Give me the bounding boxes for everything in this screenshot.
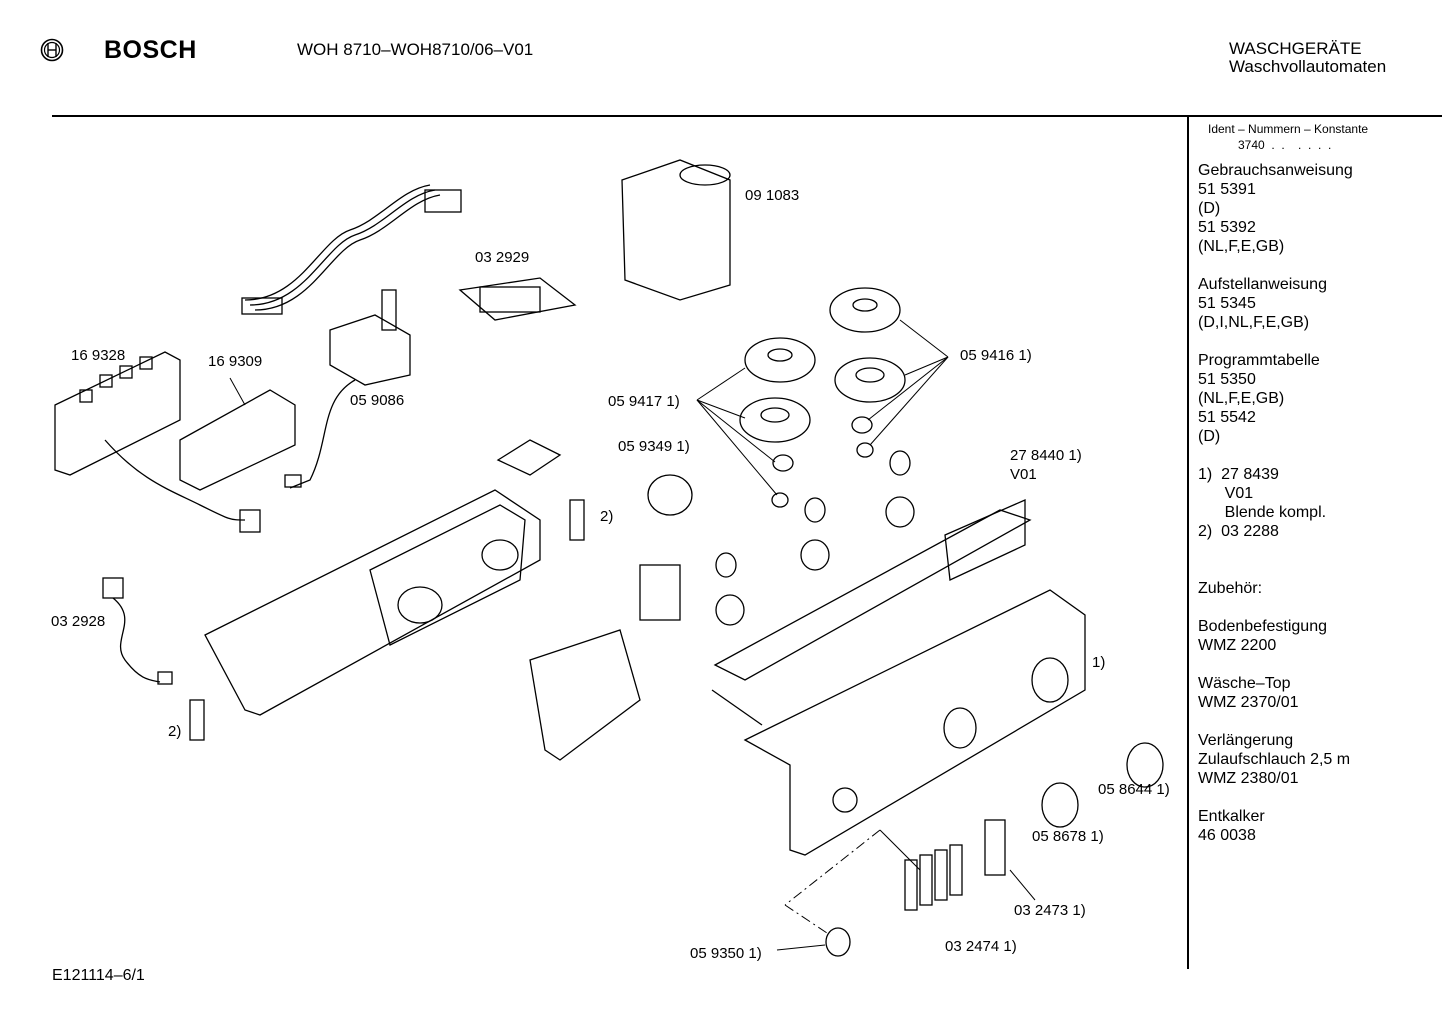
board-drawing — [458, 277, 577, 321]
part-label: 05 9349 1) — [618, 438, 690, 455]
part-label: 05 8644 1) — [1098, 781, 1170, 798]
module-drawing — [621, 159, 731, 301]
selector-switch-drawing — [284, 289, 411, 489]
part-label: 03 2928 — [51, 613, 106, 630]
part-label: V01 — [1010, 466, 1037, 483]
part-label: 05 9417 1) — [608, 393, 680, 410]
sidebar-line: 51 5345 — [1198, 295, 1256, 312]
part-label: 03 2929 — [475, 249, 530, 266]
sidebar-line: (NL,F,E,GB) — [1198, 390, 1285, 407]
frame-drawing — [496, 439, 562, 476]
sidebar-line: (D,I,NL,F,E,GB) — [1198, 314, 1310, 331]
disc-drawings — [739, 287, 906, 443]
switch-block-drawing — [179, 389, 296, 491]
sidebar-line: Bodenbefestigung — [1198, 618, 1327, 635]
panel-drawing — [711, 499, 1086, 856]
control-board-drawing — [54, 351, 261, 533]
sidebar-line — [1198, 446, 1353, 465]
sidebar-line: 46 0038 — [1198, 827, 1256, 844]
ident-value: 3740 . . . . . . — [1238, 138, 1332, 152]
sidebar-line: 51 5392 — [1198, 219, 1256, 236]
sidebar-line: WMZ 2380/01 — [1198, 770, 1299, 787]
part-label: 1) — [1092, 654, 1106, 671]
leader-lines — [229, 319, 1036, 951]
brand-name: BOSCH — [104, 36, 197, 64]
button-set-drawing — [904, 819, 1006, 911]
exploded-parts-drawing — [54, 159, 1164, 957]
sidebar-line: 51 5350 — [1198, 371, 1256, 388]
sidebar-line: (NL,F,E,GB) — [1198, 238, 1285, 255]
sidebar-line: (D) — [1198, 200, 1221, 217]
sidebar-line: Entkalker — [1198, 808, 1265, 825]
sidebar-line: Wäsche–Top — [1198, 675, 1291, 692]
knob-drawings — [825, 742, 1164, 957]
sidebar-line — [1198, 560, 1353, 579]
part-label: 03 2474 1) — [945, 938, 1017, 955]
sidebar-line: Programmtabelle — [1198, 352, 1320, 369]
clip-drawing — [189, 699, 205, 741]
part-label: 05 9350 1) — [690, 945, 762, 962]
sidebar-line — [1198, 788, 1353, 807]
sidebar-line: Blende kompl. — [1198, 504, 1327, 521]
ident-title: Ident – Nummern – Konstante — [1208, 122, 1369, 136]
sidebar-line: Zulaufschlauch 2,5 m — [1198, 751, 1351, 768]
part-label: 2) — [168, 723, 182, 740]
sidebar-line — [1198, 332, 1353, 351]
footer-code: E121114–6/1 — [52, 967, 145, 984]
part-label: 2) — [600, 508, 614, 525]
sidebar-line: Verlängerung — [1198, 732, 1294, 749]
sidebar-line: 1) 27 8439 — [1198, 466, 1279, 483]
sidebar-line — [1198, 256, 1353, 275]
model-title: WOH 8710–WOH8710/06–V01 — [297, 40, 534, 59]
sidebar-line: 51 5542 — [1198, 409, 1256, 426]
bosch-logo-icon — [40, 38, 64, 67]
sidebar-line — [1198, 541, 1353, 560]
part-label: 09 1083 — [745, 187, 800, 204]
sensor-drawing — [102, 577, 173, 685]
part-label: 05 9086 — [350, 392, 405, 409]
subcategory-title: Waschvollautomaten — [1229, 57, 1387, 76]
part-label: 16 9309 — [208, 353, 263, 370]
sidebar-line: WMZ 2370/01 — [1198, 694, 1299, 711]
mounting-frame-drawing — [204, 489, 541, 716]
gear-drawings — [647, 416, 915, 626]
part-label: 16 9328 — [71, 347, 126, 364]
sidebar-line — [1198, 655, 1353, 674]
cable-harness-drawing — [241, 184, 462, 315]
sidebar-line: Aufstellanweisung — [1198, 276, 1327, 293]
sidebar-line: 51 5391 — [1198, 181, 1256, 198]
sidebar-line: Gebrauchsanweisung — [1198, 162, 1353, 179]
sidebar-line: 2) 03 2288 — [1198, 523, 1279, 540]
part-label: 05 8678 1) — [1032, 828, 1104, 845]
header-divider — [52, 115, 1442, 117]
sidebar-line: (D) — [1198, 428, 1221, 445]
sidebar-line — [1198, 598, 1353, 617]
sidebar-divider — [1187, 117, 1189, 969]
sidebar-line: Zubehör: — [1198, 580, 1263, 597]
part-label: 05 9416 1) — [960, 347, 1032, 364]
sidebar-line — [1198, 712, 1353, 731]
relay-drawings — [529, 564, 681, 761]
sidebar-line: WMZ 2200 — [1198, 637, 1277, 654]
part-label: 27 8440 1) — [1010, 447, 1082, 464]
sidebar-info: Gebrauchsanweisung 51 5391 (D) 51 5392 (NL,F… — [1198, 161, 1353, 845]
category-title: WASCHGERÄTE — [1229, 39, 1362, 58]
sidebar-line: V01 — [1198, 485, 1254, 502]
part-label: 03 2473 1) — [1014, 902, 1086, 919]
clip-drawing — [569, 499, 585, 541]
